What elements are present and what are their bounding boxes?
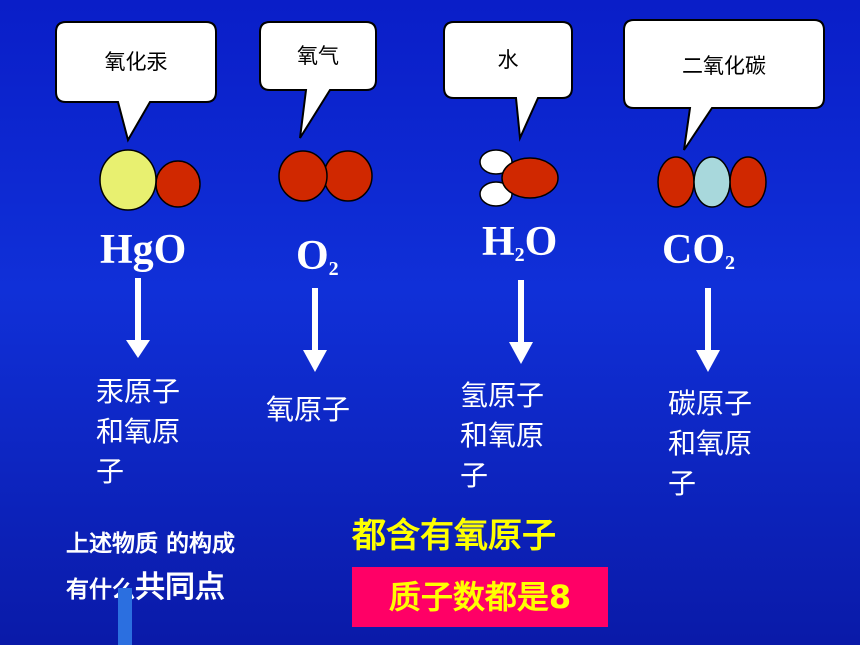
arrow-down xyxy=(126,278,150,358)
molecule-hgo xyxy=(99,149,201,211)
question-line-1: 上述物质 的构成 xyxy=(66,531,236,557)
atom-label-o2: 氧原子 xyxy=(266,393,351,426)
callout-text-hgo: 氧化汞 xyxy=(104,50,168,74)
oxygen-atom xyxy=(729,156,767,208)
oxygen-atom xyxy=(657,156,695,208)
decorative-bar xyxy=(118,588,132,645)
arrow-down xyxy=(696,288,720,372)
callout-text-co2: 二氧化碳 xyxy=(682,54,766,78)
question-line-2: 有什么共同点 xyxy=(66,570,225,605)
molecule-h2o xyxy=(479,149,559,207)
molecule-o2 xyxy=(278,150,373,202)
oxygen-atom xyxy=(278,150,328,202)
oxygen-atom xyxy=(501,157,559,199)
formula-h2o: H2O xyxy=(482,219,558,266)
callout-bubble-o2 xyxy=(259,21,377,139)
atom-label-h2o: 氢原子 和氧原 子 xyxy=(460,379,545,492)
carbon-atom xyxy=(693,156,731,208)
callout-text-h2o: 水 xyxy=(497,48,519,72)
formula-hgo: HgO xyxy=(100,227,187,273)
answer-proton-number: 质子数都是8 xyxy=(352,567,608,627)
arrow-down xyxy=(303,288,327,372)
callout-bubble-hgo xyxy=(55,21,217,143)
oxygen-atom xyxy=(155,160,201,208)
atom-label-hgo: 汞原子 和氧原 子 xyxy=(96,375,181,488)
oxygen-atom xyxy=(323,150,373,202)
callout-text-o2: 氧气 xyxy=(297,44,339,68)
arrow-down xyxy=(509,280,533,364)
molecule-co2 xyxy=(657,156,767,208)
answer-oxygen-atoms: 都含有氧原子 xyxy=(352,516,556,556)
atom-label-co2: 碳原子 和氧原 子 xyxy=(668,387,753,500)
mercury-atom xyxy=(99,149,157,211)
callout-bubble-co2 xyxy=(623,19,825,151)
callout-bubble-h2o xyxy=(443,21,573,142)
formula-co2: CO2 xyxy=(662,227,735,274)
formula-o2: O2 xyxy=(296,233,339,280)
